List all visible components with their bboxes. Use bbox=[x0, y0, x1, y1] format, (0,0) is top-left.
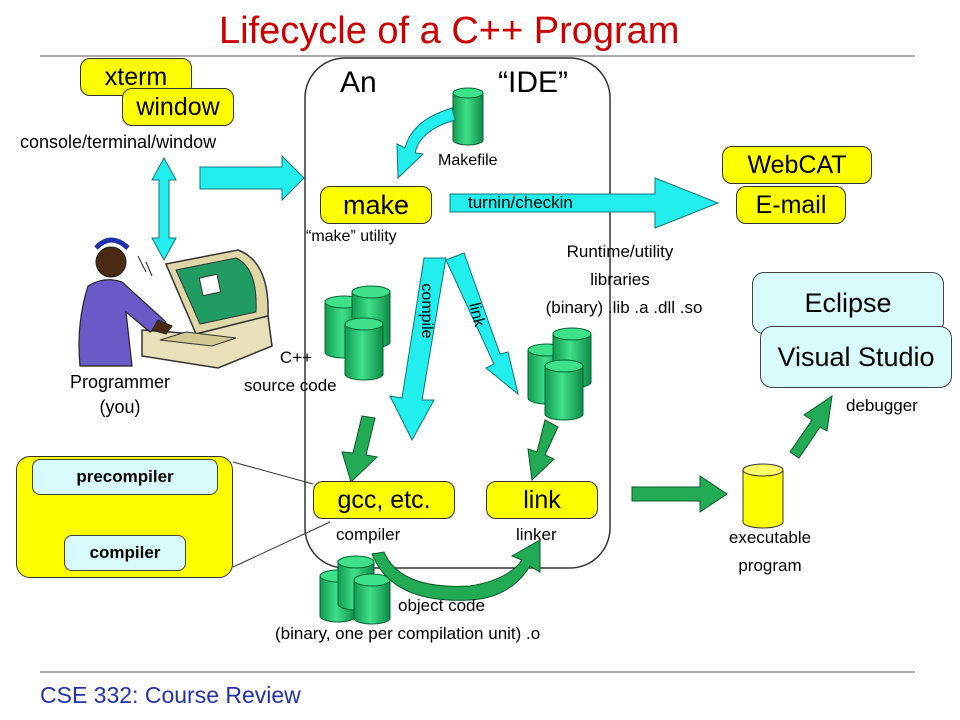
webcat-button[interactable]: WebCAT bbox=[722, 146, 872, 184]
ide-boundary bbox=[304, 57, 611, 569]
programmer-illustration bbox=[78, 237, 273, 369]
libraries-to-link-arrow bbox=[527, 419, 559, 482]
compile-arrow-label: compile bbox=[418, 283, 435, 339]
makefile-label: Makefile bbox=[438, 152, 498, 169]
terminal-caption: console/terminal/window bbox=[20, 132, 217, 152]
visual-studio-button[interactable]: Visual Studio bbox=[760, 326, 952, 388]
source-code-cylinders bbox=[324, 285, 391, 381]
runtime-libraries-line2: libraries bbox=[590, 270, 650, 289]
ide-label-ide: “IDE” bbox=[498, 66, 568, 99]
turnin-checkin-label: turnin/checkin bbox=[468, 193, 573, 212]
link-button[interactable]: link bbox=[486, 481, 598, 519]
source-code-caption-line2: source code bbox=[244, 376, 337, 395]
object-code-line2: (binary, one per compilation unit) .o bbox=[275, 624, 541, 643]
library-cylinders bbox=[527, 327, 592, 421]
precompiler-box[interactable]: precompiler bbox=[32, 459, 218, 495]
debugger-caption: debugger bbox=[846, 396, 918, 415]
programmer-caption-line2: (you) bbox=[99, 397, 141, 417]
runtime-libraries-line1: Runtime/utility bbox=[566, 242, 674, 261]
terminal-programmer-double-arrow bbox=[151, 156, 177, 262]
compile-arrow bbox=[389, 257, 447, 442]
make-caption: “make” utility bbox=[306, 228, 397, 245]
source-code-caption-line1: C++ bbox=[279, 348, 313, 367]
link-arrow bbox=[445, 252, 519, 396]
eclipse-button[interactable]: Eclipse bbox=[752, 272, 944, 334]
programmer-caption-line1: Programmer bbox=[69, 372, 171, 392]
object-code-line1: object code bbox=[398, 596, 485, 615]
runtime-libraries-line3: (binary) .lib .a .dll .so bbox=[545, 298, 703, 317]
turnin-checkin-arrow bbox=[449, 177, 720, 229]
executable-caption-line2: program bbox=[738, 556, 802, 575]
makefile-cylinder bbox=[452, 87, 484, 146]
source-to-gcc-arrow bbox=[341, 415, 379, 483]
object-code-curve-arrow bbox=[371, 539, 541, 601]
connector-line-top bbox=[232, 461, 314, 485]
make-button[interactable]: make bbox=[320, 186, 432, 224]
linker-caption: linker bbox=[516, 525, 557, 544]
compiler-caption: compiler bbox=[336, 525, 401, 544]
makefile-to-make-arrow bbox=[396, 107, 456, 180]
email-button[interactable]: E-mail bbox=[736, 186, 846, 224]
gcc-compiler-button[interactable]: gcc, etc. bbox=[313, 481, 455, 519]
executable-caption-line1: executable bbox=[728, 528, 812, 547]
compiler-box[interactable]: compiler bbox=[64, 535, 186, 571]
link-to-executable-arrow bbox=[631, 475, 728, 513]
footer-course-label: CSE 332: Course Review bbox=[40, 682, 301, 708]
window-button[interactable]: window bbox=[122, 88, 234, 126]
ide-label-an: An bbox=[340, 66, 377, 99]
executable-to-debugger-arrow bbox=[789, 394, 833, 459]
executable-cylinder bbox=[742, 463, 784, 529]
terminal-to-make-arrow bbox=[199, 154, 305, 202]
slide-title: Lifecycle of a C++ Program bbox=[219, 10, 680, 52]
object-code-cylinders bbox=[319, 555, 391, 625]
connector-line-bottom bbox=[232, 521, 331, 568]
